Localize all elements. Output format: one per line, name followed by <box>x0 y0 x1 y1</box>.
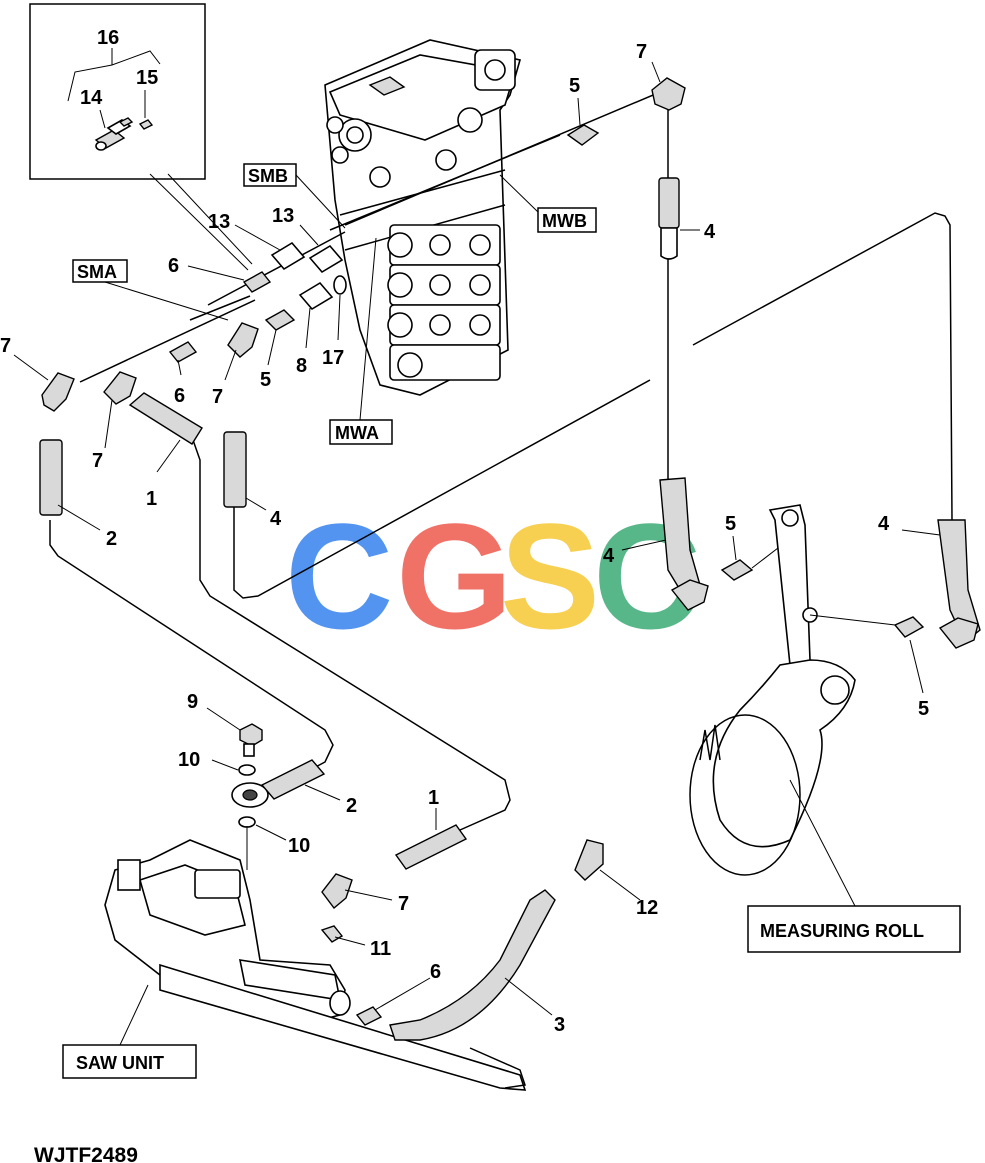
callout-4-roll-left: 4 <box>603 545 615 567</box>
callout-3: 3 <box>554 1014 565 1036</box>
elbow-roll-right <box>938 617 979 649</box>
callout-7-left: 7 <box>0 335 11 357</box>
callout-2-bottom: 2 <box>346 795 357 817</box>
adapter-5-top <box>566 124 600 146</box>
callout-11: 11 <box>370 938 391 960</box>
callout-7-center: 7 <box>212 386 223 408</box>
figure-id: WJTF2489 <box>34 1144 138 1163</box>
adapter-11 <box>320 925 344 943</box>
callout-1-bottom: 1 <box>428 787 439 809</box>
hose-3 <box>389 889 556 1041</box>
callout-7-bottom: 7 <box>398 893 409 915</box>
hose-end-2-bottom <box>260 759 326 800</box>
callout-13-b: 13 <box>272 205 294 227</box>
hose-end-1-top <box>128 392 203 445</box>
elbow-7-mid <box>103 371 137 405</box>
callout-10-top: 10 <box>178 749 200 771</box>
adapter-6-bottom <box>355 1006 383 1026</box>
callout-12: 12 <box>636 897 658 919</box>
elbow-roll-left <box>670 579 709 611</box>
callout-17: 17 <box>322 347 344 369</box>
elbow-12 <box>574 839 604 881</box>
inset-callout-15: 15 <box>136 67 158 89</box>
adapter-5-roll <box>720 559 754 581</box>
elbow-7-left <box>41 372 75 412</box>
inset-callout-16: 16 <box>97 27 119 49</box>
callout-5-roll-right: 5 <box>918 698 929 720</box>
callout-6-top: 6 <box>168 255 179 277</box>
watermark: C G S C <box>285 492 701 660</box>
washer-10-bottom <box>238 816 256 828</box>
boxed-labels: SMB SMA MWB MWA MEASURING ROLL SAW UNIT <box>62 163 961 1079</box>
bolt-9 <box>239 723 263 747</box>
callout-1-top: 1 <box>146 488 157 510</box>
fitting-14 <box>94 117 134 151</box>
callout-9: 9 <box>187 691 198 713</box>
watermark-letter-3: S <box>500 492 600 660</box>
saw-unit-assembly <box>104 723 604 1091</box>
hose-end-2-top <box>39 439 63 516</box>
label-saw-unit: SAW UNIT <box>76 1053 164 1073</box>
watermark-letter-1: C <box>285 492 393 660</box>
label-measuring-roll: MEASURING ROLL <box>760 921 924 941</box>
hose-4-roll-right <box>937 519 981 644</box>
elbow-7-center <box>227 322 259 358</box>
callout-4-roll-right: 4 <box>878 513 890 535</box>
oring-17 <box>333 275 347 295</box>
adapter-5-mid <box>264 309 296 331</box>
solenoid-stack <box>387 224 501 381</box>
hose-end-1-bottom <box>394 824 468 870</box>
label-smb: SMB <box>248 166 288 186</box>
callout-5-top: 5 <box>569 75 580 97</box>
callout-4-top: 4 <box>704 221 716 243</box>
inset-detail: 16 15 14 <box>29 3 253 271</box>
callout-5-roll: 5 <box>725 513 736 535</box>
callout-2-top: 2 <box>106 528 117 550</box>
elbow-7-top <box>651 77 686 111</box>
callout-6-bottom: 6 <box>430 961 441 983</box>
fittings-top <box>39 77 686 516</box>
measuring-roll-assembly <box>659 477 981 907</box>
callout-4-mid: 4 <box>270 508 282 530</box>
washer-10-top <box>238 764 256 776</box>
callout-5-mid: 5 <box>260 369 271 391</box>
hose-lines <box>49 89 953 831</box>
callout-10-bottom: 10 <box>288 835 310 857</box>
label-mwa: MWA <box>335 423 379 443</box>
callout-7-mid: 7 <box>92 450 103 472</box>
leader-lines <box>13 61 941 1016</box>
coupler-13-b <box>308 244 344 274</box>
callout-6-mid: 6 <box>174 385 185 407</box>
watermark-letter-2: G <box>396 492 513 660</box>
callout-8: 8 <box>296 355 307 377</box>
adapter-6-b <box>168 341 198 363</box>
inset-callout-14: 14 <box>80 87 103 109</box>
coupler-8 <box>298 281 334 311</box>
control-valve <box>324 39 522 396</box>
elbow-7-bottom <box>321 873 353 910</box>
plug-15 <box>138 119 154 130</box>
callouts: 7 5 4 13 13 6 7 6 7 7 5 8 17 1 2 4 5 4 4… <box>0 41 929 1036</box>
label-mwb: MWB <box>542 211 587 231</box>
coupler-13-a <box>270 241 306 271</box>
adapter-5-roll-right <box>893 616 925 638</box>
hose-end-4-mid <box>223 431 247 508</box>
callout-7-top-right: 7 <box>636 41 647 63</box>
hose-end-4-top <box>658 177 680 229</box>
callout-13-a: 13 <box>208 211 230 233</box>
adapter-6-a <box>242 271 272 293</box>
label-sma: SMA <box>77 262 117 282</box>
